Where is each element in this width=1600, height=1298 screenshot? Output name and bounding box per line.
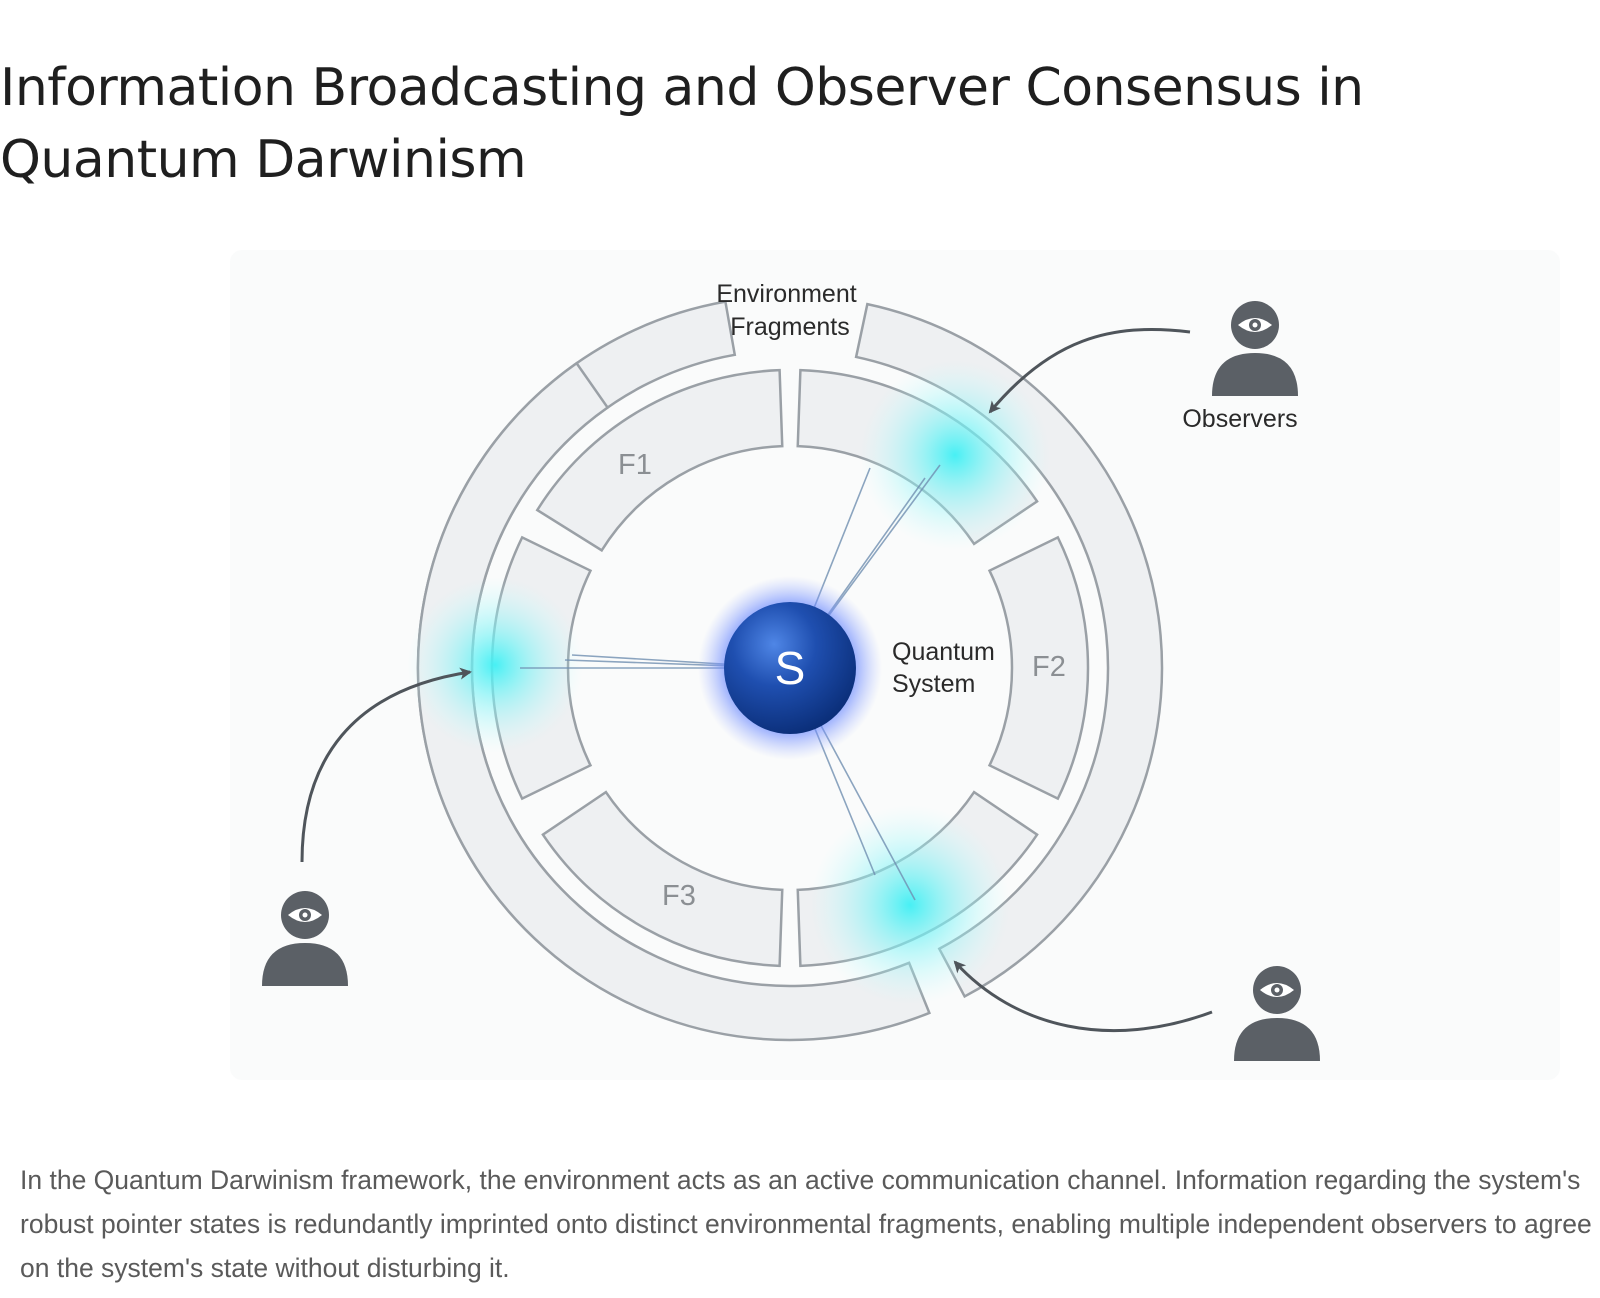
eye-icon (1238, 318, 1272, 332)
system-symbol: S (775, 642, 806, 694)
inner-ring (490, 368, 1090, 968)
inner-segment-2 (796, 368, 1039, 546)
observer-arrow-left (300, 667, 472, 863)
outer-segment-1 (416, 300, 737, 1005)
inner-segment-4 (796, 790, 1039, 968)
observer-head (1253, 966, 1301, 1014)
person-icon (1212, 353, 1298, 396)
eye-white (1260, 983, 1294, 997)
information-glow-3 (810, 805, 1010, 1005)
observer-2 (262, 891, 348, 986)
inner-segment-6 (490, 535, 593, 801)
information-ray-1 (789, 467, 871, 669)
eye-icon (1260, 983, 1294, 997)
eye-pupil (1249, 319, 1261, 331)
environment-fragments-label: Environment Fragments (716, 280, 863, 341)
inner-segment-3 (987, 535, 1090, 801)
quantum-system-label: Quantum System (892, 638, 1002, 698)
observers (262, 301, 1320, 1061)
outer-ring (416, 300, 1164, 1042)
inner-segment-5 (541, 790, 784, 968)
quantum-system-line-1: Quantum (892, 638, 995, 666)
outer-segment-3 (416, 361, 931, 1042)
eye-glint (1274, 987, 1280, 993)
information-glow-1 (860, 360, 1050, 550)
information-ray-6 (564, 659, 791, 669)
caption: In the Quantum Darwinism framework, the … (20, 1165, 1592, 1283)
observers-label: Observers (1182, 405, 1297, 433)
eye-white (288, 908, 322, 922)
fragment-label-f2: F2 (1032, 651, 1066, 683)
information-ray-2 (789, 477, 926, 669)
information-rays (520, 464, 941, 901)
outer-segment-2 (854, 302, 1164, 999)
fragment-label-f3: F3 (662, 880, 696, 912)
observer-head (281, 891, 329, 939)
observer-arrow-bottom-right (953, 960, 1213, 1033)
quantum-system-line-2: System (892, 670, 975, 698)
environment-label-line-2: Fragments (730, 313, 849, 341)
information-glow-2 (407, 577, 583, 753)
observer-arrow-top-right (988, 327, 1191, 414)
observer-1 (1212, 301, 1298, 396)
quantum-system-core: S (698, 576, 882, 760)
person-icon (262, 943, 348, 986)
information-ray-7 (789, 667, 876, 876)
observer-head (1231, 301, 1279, 349)
environment-label-line-1: Environment (716, 280, 856, 308)
information-ray-4 (571, 654, 791, 669)
eye-glint (1252, 322, 1258, 328)
observer-3 (1234, 966, 1320, 1061)
information-ray-3 (789, 464, 941, 669)
inner-segment-1 (535, 368, 784, 553)
person-icon (1234, 1018, 1320, 1061)
page-title: Information Broadcasting and Observer Co… (0, 58, 1364, 190)
diagram-backdrop (230, 250, 1560, 1080)
information-ray-8 (789, 667, 916, 901)
eye-pupil (299, 909, 311, 921)
eye-pupil (1271, 984, 1283, 996)
information-glows (407, 360, 1050, 1005)
eye-white (1238, 318, 1272, 332)
eye-glint (302, 912, 308, 918)
eye-icon (288, 908, 322, 922)
fragment-label-f1: F1 (618, 449, 652, 481)
